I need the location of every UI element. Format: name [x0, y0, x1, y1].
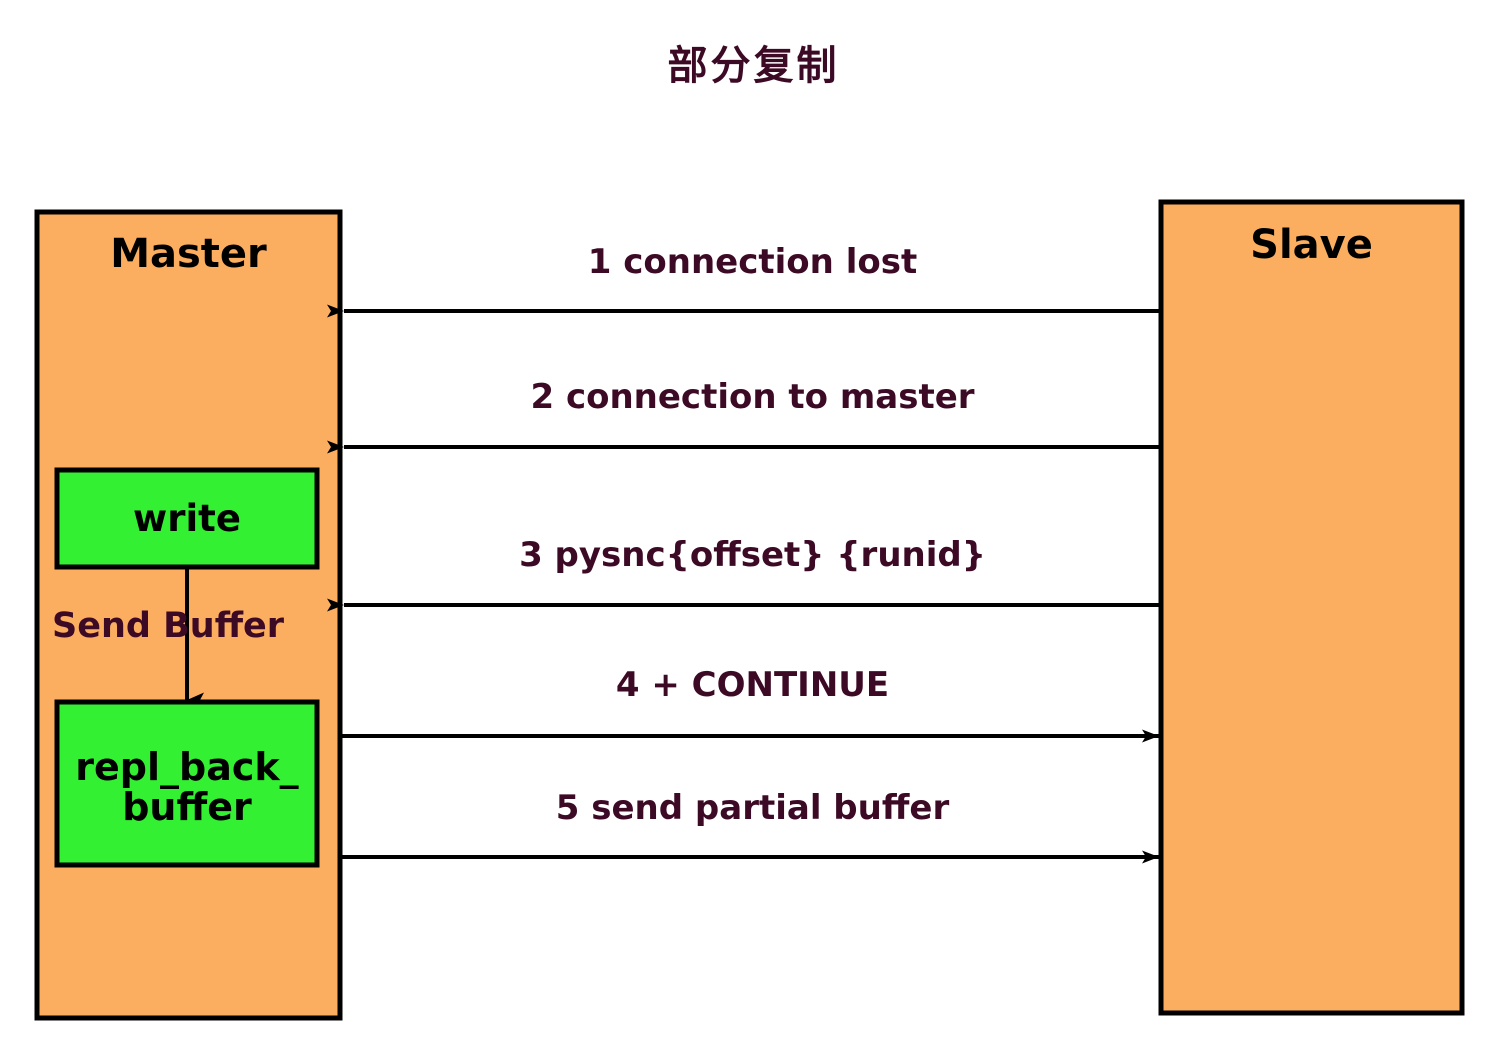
slave-node-box[interactable]	[1158, 199, 1465, 1016]
page-title: 部分复制	[667, 43, 840, 89]
repl-back-buffer-box[interactable]	[54, 699, 320, 868]
message-label-4: 4 + CONTINUE	[615, 665, 890, 705]
message-label-2: 2 connection to master	[530, 377, 975, 417]
message-label-1: 1 connection lost	[587, 242, 918, 282]
message-label-3: 3 pysnc{offset} {runid}	[519, 535, 986, 575]
message-label-5: 5 send partial buffer	[555, 788, 950, 828]
send-buffer-label: Send Buffer	[52, 606, 285, 646]
write-box[interactable]	[54, 467, 320, 570]
